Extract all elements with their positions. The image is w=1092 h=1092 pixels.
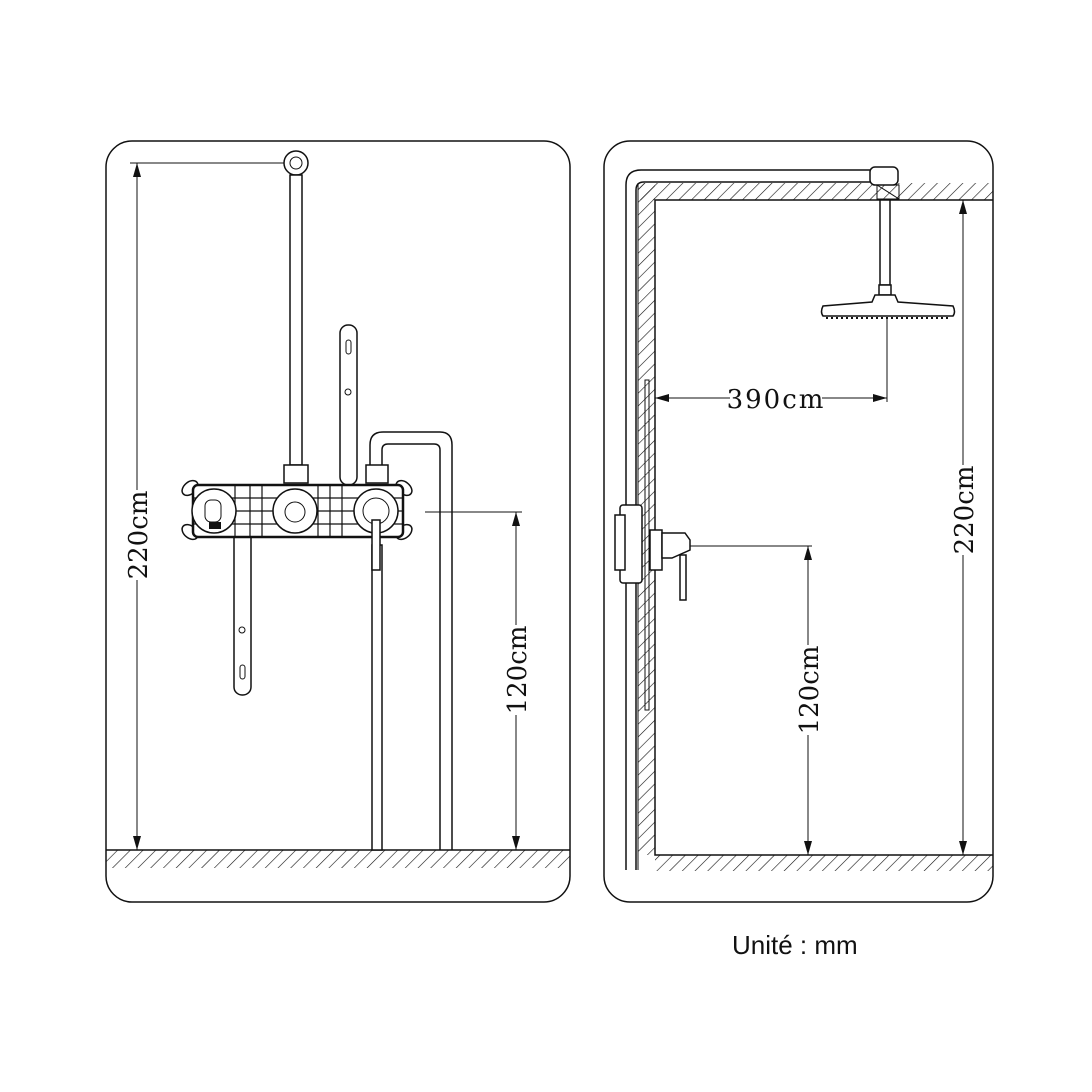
front-valve-label: 120cm: [503, 626, 533, 715]
concealed-valve-body: [181, 479, 413, 571]
side-valve: [614, 504, 691, 601]
concealed-pipe: [625, 169, 872, 870]
mounting-bar-upper: [339, 324, 358, 486]
side-view-panel: 390cm 220cm 120cm: [603, 140, 994, 903]
floor-hatch: [655, 855, 993, 871]
side-valve-label: 120cm: [795, 646, 825, 735]
side-height-label: 220cm: [950, 466, 980, 555]
floor-hatch: [106, 850, 570, 868]
hose-pipe: [371, 544, 383, 851]
arm-length-label: 390cm: [727, 385, 826, 415]
wall-hatch: [638, 183, 655, 855]
mounting-bar-lower: [233, 529, 252, 696]
riser-pipe: [289, 174, 303, 466]
shower-arm: [879, 199, 891, 286]
ceiling-hatch: [638, 183, 993, 200]
unit-label: Unité : mm: [732, 930, 858, 960]
front-view-panel: 220cm 120cm: [105, 140, 571, 903]
diverter-knob: [191, 488, 237, 534]
front-height-label: 220cm: [124, 491, 154, 580]
thermostat-knob: [272, 488, 318, 534]
ceiling-outlet: [283, 150, 309, 176]
rain-shower-head: [820, 294, 956, 317]
